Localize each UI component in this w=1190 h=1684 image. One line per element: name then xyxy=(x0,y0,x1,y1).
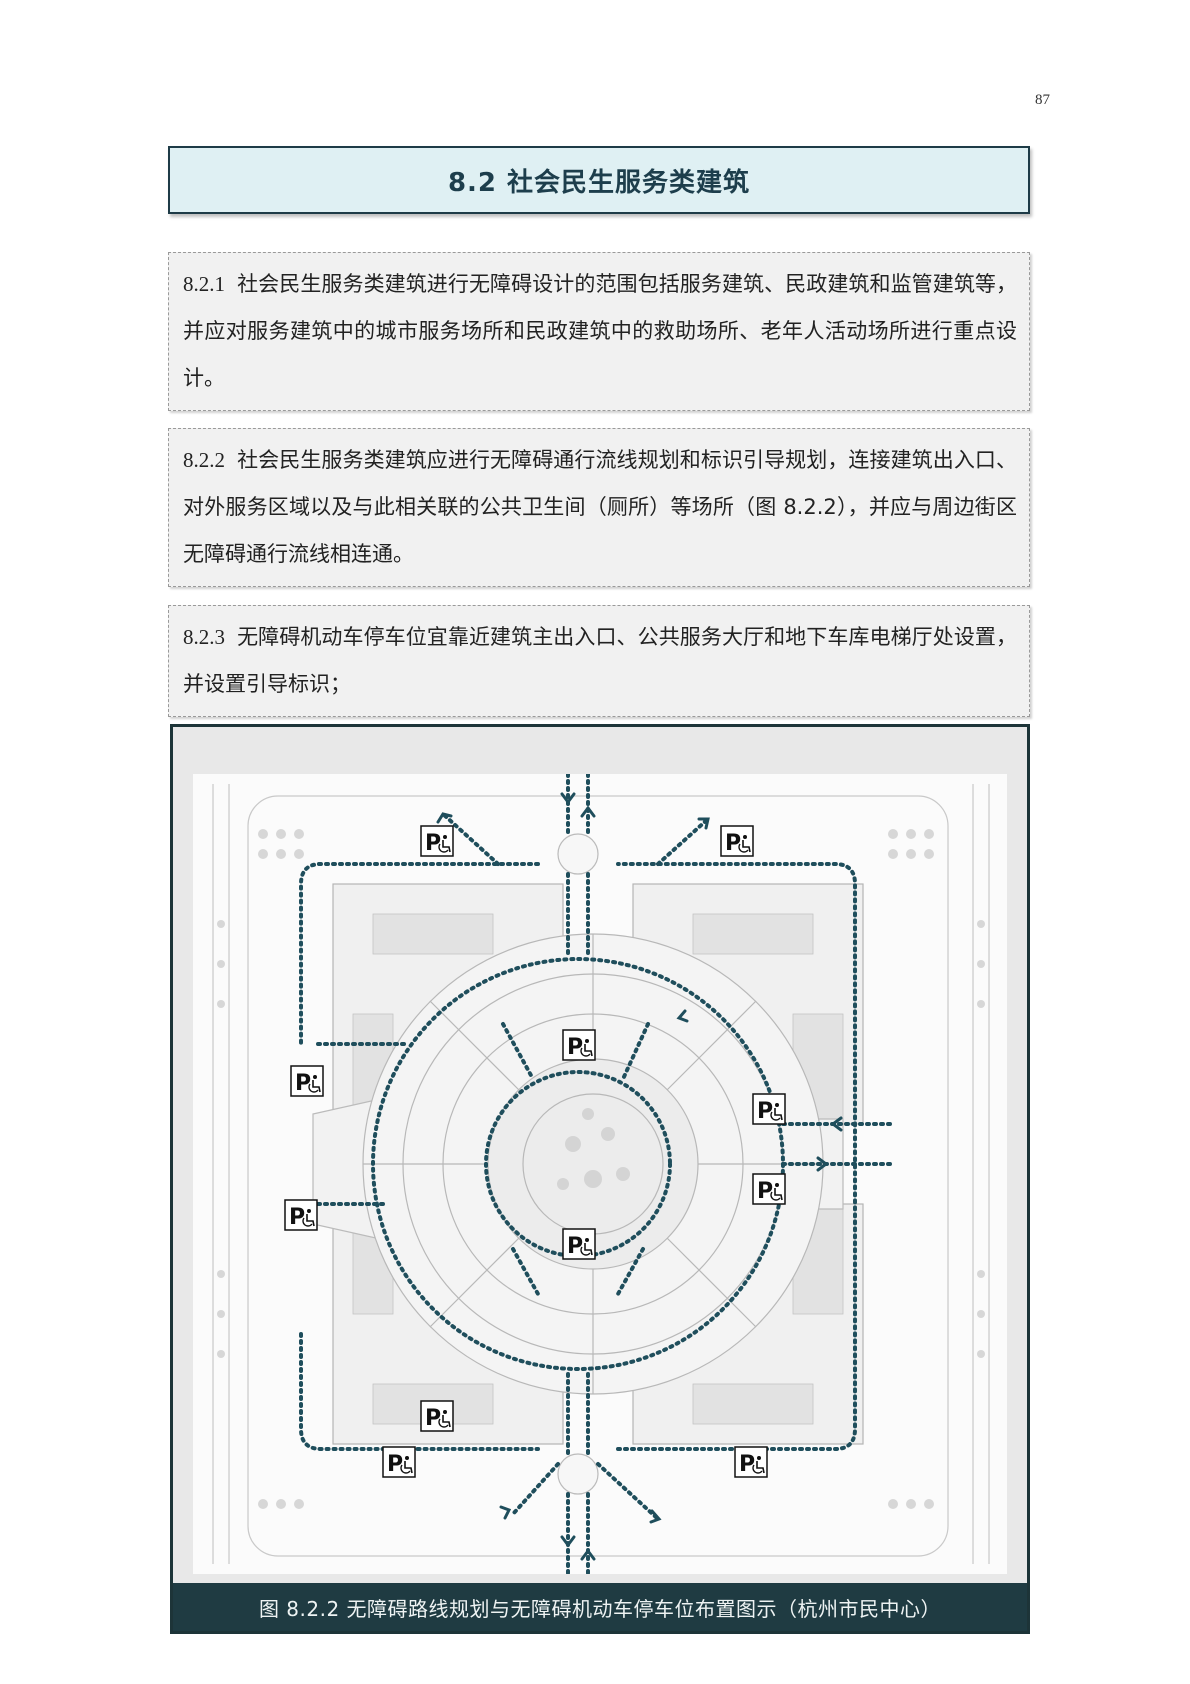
svg-text:P: P xyxy=(425,831,441,856)
section-title: 8.2 社会民生服务类建筑 xyxy=(447,167,751,198)
site-plan-figure: P P P P P P P P P P P 图 8.2.2 无障碍路线规划与无障… xyxy=(170,724,1030,1634)
clause-text: 社会民生服务类建筑应进行无障碍通行流线规划和标识引导规划，连接建筑出入口、对外服… xyxy=(183,448,1017,566)
figure-caption: 图 8.2.2 无障碍路线规划与无障碍机动车停车位布置图示（杭州市民中心） xyxy=(173,1583,1027,1631)
clause-text: 无障碍机动车停车位宜靠近建筑主出入口、公共服务大厅和地下车库电梯厅处设置，并设置… xyxy=(183,625,1017,696)
clause-number: 8.2.3 xyxy=(183,625,225,649)
svg-text:P: P xyxy=(295,1071,311,1096)
svg-text:P: P xyxy=(739,1452,755,1477)
section-header: 8.2 社会民生服务类建筑 xyxy=(168,146,1030,214)
svg-text:P: P xyxy=(757,1179,773,1204)
svg-text:P: P xyxy=(425,1406,441,1431)
page-number: 87 xyxy=(1035,92,1050,108)
site-plan-drawing: P P P P P P P P P P P xyxy=(193,774,1007,1574)
clause-text: 社会民生服务类建筑进行无障碍设计的范围包括服务建筑、民政建筑和监管建筑等，并应对… xyxy=(183,272,1017,390)
svg-text:P: P xyxy=(725,831,741,856)
svg-text:P: P xyxy=(567,1035,583,1060)
figure-caption-text: 图 8.2.2 无障碍路线规划与无障碍机动车停车位布置图示（杭州市民中心） xyxy=(258,1596,942,1621)
svg-text:P: P xyxy=(289,1205,305,1230)
clause-number: 8.2.2 xyxy=(183,448,225,472)
svg-text:P: P xyxy=(757,1099,773,1124)
svg-text:P: P xyxy=(567,1234,583,1259)
svg-text:P: P xyxy=(387,1452,403,1477)
clause-number: 8.2.1 xyxy=(183,272,225,296)
